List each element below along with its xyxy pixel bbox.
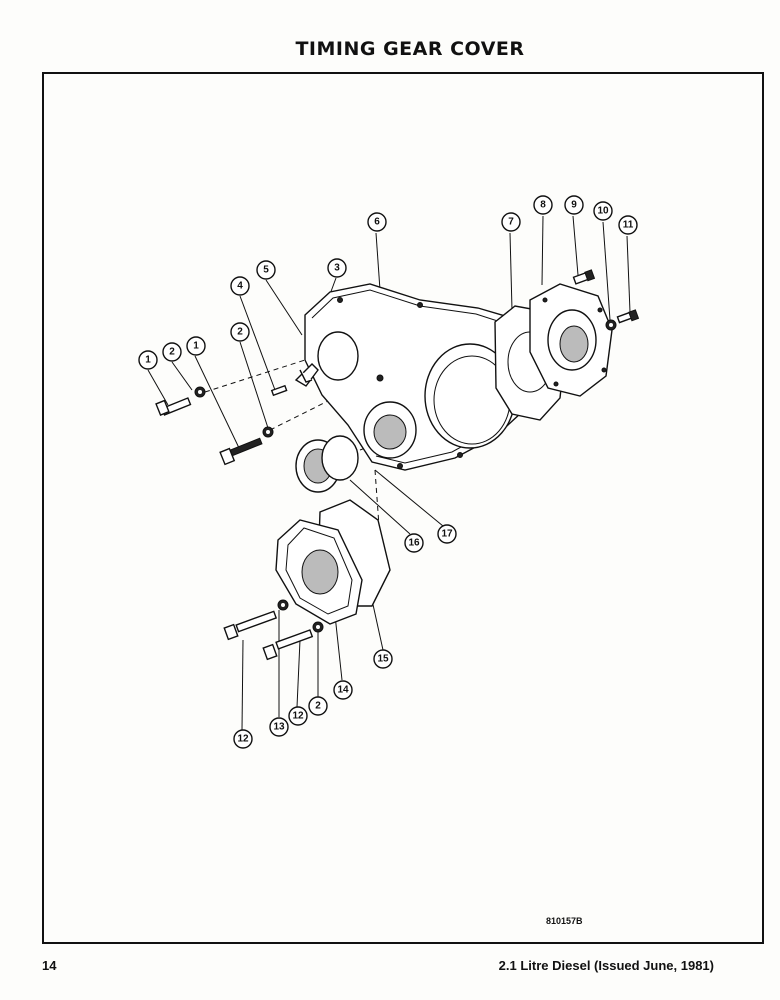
bolt-11 [616, 309, 640, 324]
callout-2-a: 2 [162, 342, 182, 362]
callout-11: 11 [618, 215, 638, 235]
bolt-1-lower [219, 437, 263, 466]
svg-text:15: 15 [377, 654, 389, 665]
callout-3: 3 [327, 258, 347, 278]
svg-text:9: 9 [571, 200, 577, 211]
callout-17: 17 [437, 524, 457, 544]
oil-seal-16 [295, 435, 359, 493]
washer-13 [277, 599, 289, 611]
callout-7: 7 [501, 212, 521, 232]
leader-lines [147, 215, 631, 731]
svg-text:11: 11 [623, 220, 634, 231]
svg-text:6: 6 [374, 217, 380, 228]
callout-12-b: 12 [233, 729, 253, 749]
svg-text:1: 1 [145, 355, 151, 366]
publication-footer: 2.1 Litre Diesel (Issued June, 1981) [498, 958, 714, 973]
svg-text:17: 17 [441, 529, 453, 540]
washer-10 [605, 319, 617, 331]
svg-text:10: 10 [597, 206, 609, 217]
callout-4: 4 [230, 276, 250, 296]
svg-text:2: 2 [315, 701, 321, 712]
callout-10: 10 [593, 201, 613, 221]
svg-text:5: 5 [263, 265, 269, 276]
page-title: TIMING GEAR COVER [295, 38, 525, 60]
bolt-1-upper [155, 397, 192, 416]
callout-12-a: 12 [288, 706, 308, 726]
svg-text:1: 1 [193, 341, 199, 352]
callout-14: 14 [333, 680, 353, 700]
svg-text:13: 13 [273, 722, 285, 733]
figure-frame [42, 72, 764, 944]
bolt-12-upper [223, 610, 278, 641]
svg-text:3: 3 [334, 263, 340, 274]
callout-6: 6 [367, 212, 387, 232]
callout-13: 13 [269, 717, 289, 737]
callout-8: 8 [533, 195, 553, 215]
svg-text:4: 4 [237, 281, 243, 292]
svg-text:8: 8 [540, 200, 546, 211]
washer-2-lower [312, 621, 324, 633]
callout-2-c: 2 [308, 696, 328, 716]
washer-2-upper [194, 386, 206, 398]
adapter-plate [529, 283, 613, 397]
callout-1-a: 1 [138, 350, 158, 370]
svg-text:12: 12 [237, 734, 249, 745]
drawing-number: 810157B [546, 916, 583, 926]
callout-9: 9 [564, 195, 584, 215]
svg-text:12: 12 [292, 711, 304, 722]
cover-plate-14 [275, 519, 363, 625]
washer-2-middle [262, 426, 274, 438]
page-number: 14 [42, 958, 57, 973]
callout-1-b: 1 [186, 336, 206, 356]
callout-2-b: 2 [230, 322, 250, 342]
callout-5: 5 [256, 260, 276, 280]
bolt-9 [572, 269, 596, 285]
timing-cover-housing [304, 283, 529, 471]
callout-15: 15 [373, 649, 393, 669]
screw-4 [270, 384, 288, 397]
bracket-5 [294, 363, 319, 387]
svg-text:14: 14 [337, 685, 349, 696]
svg-text:16: 16 [408, 538, 420, 549]
callout-16: 16 [404, 533, 424, 553]
svg-text:2: 2 [237, 327, 243, 338]
svg-text:7: 7 [508, 217, 514, 228]
bolt-12-lower [262, 629, 314, 661]
svg-text:2: 2 [169, 347, 175, 358]
